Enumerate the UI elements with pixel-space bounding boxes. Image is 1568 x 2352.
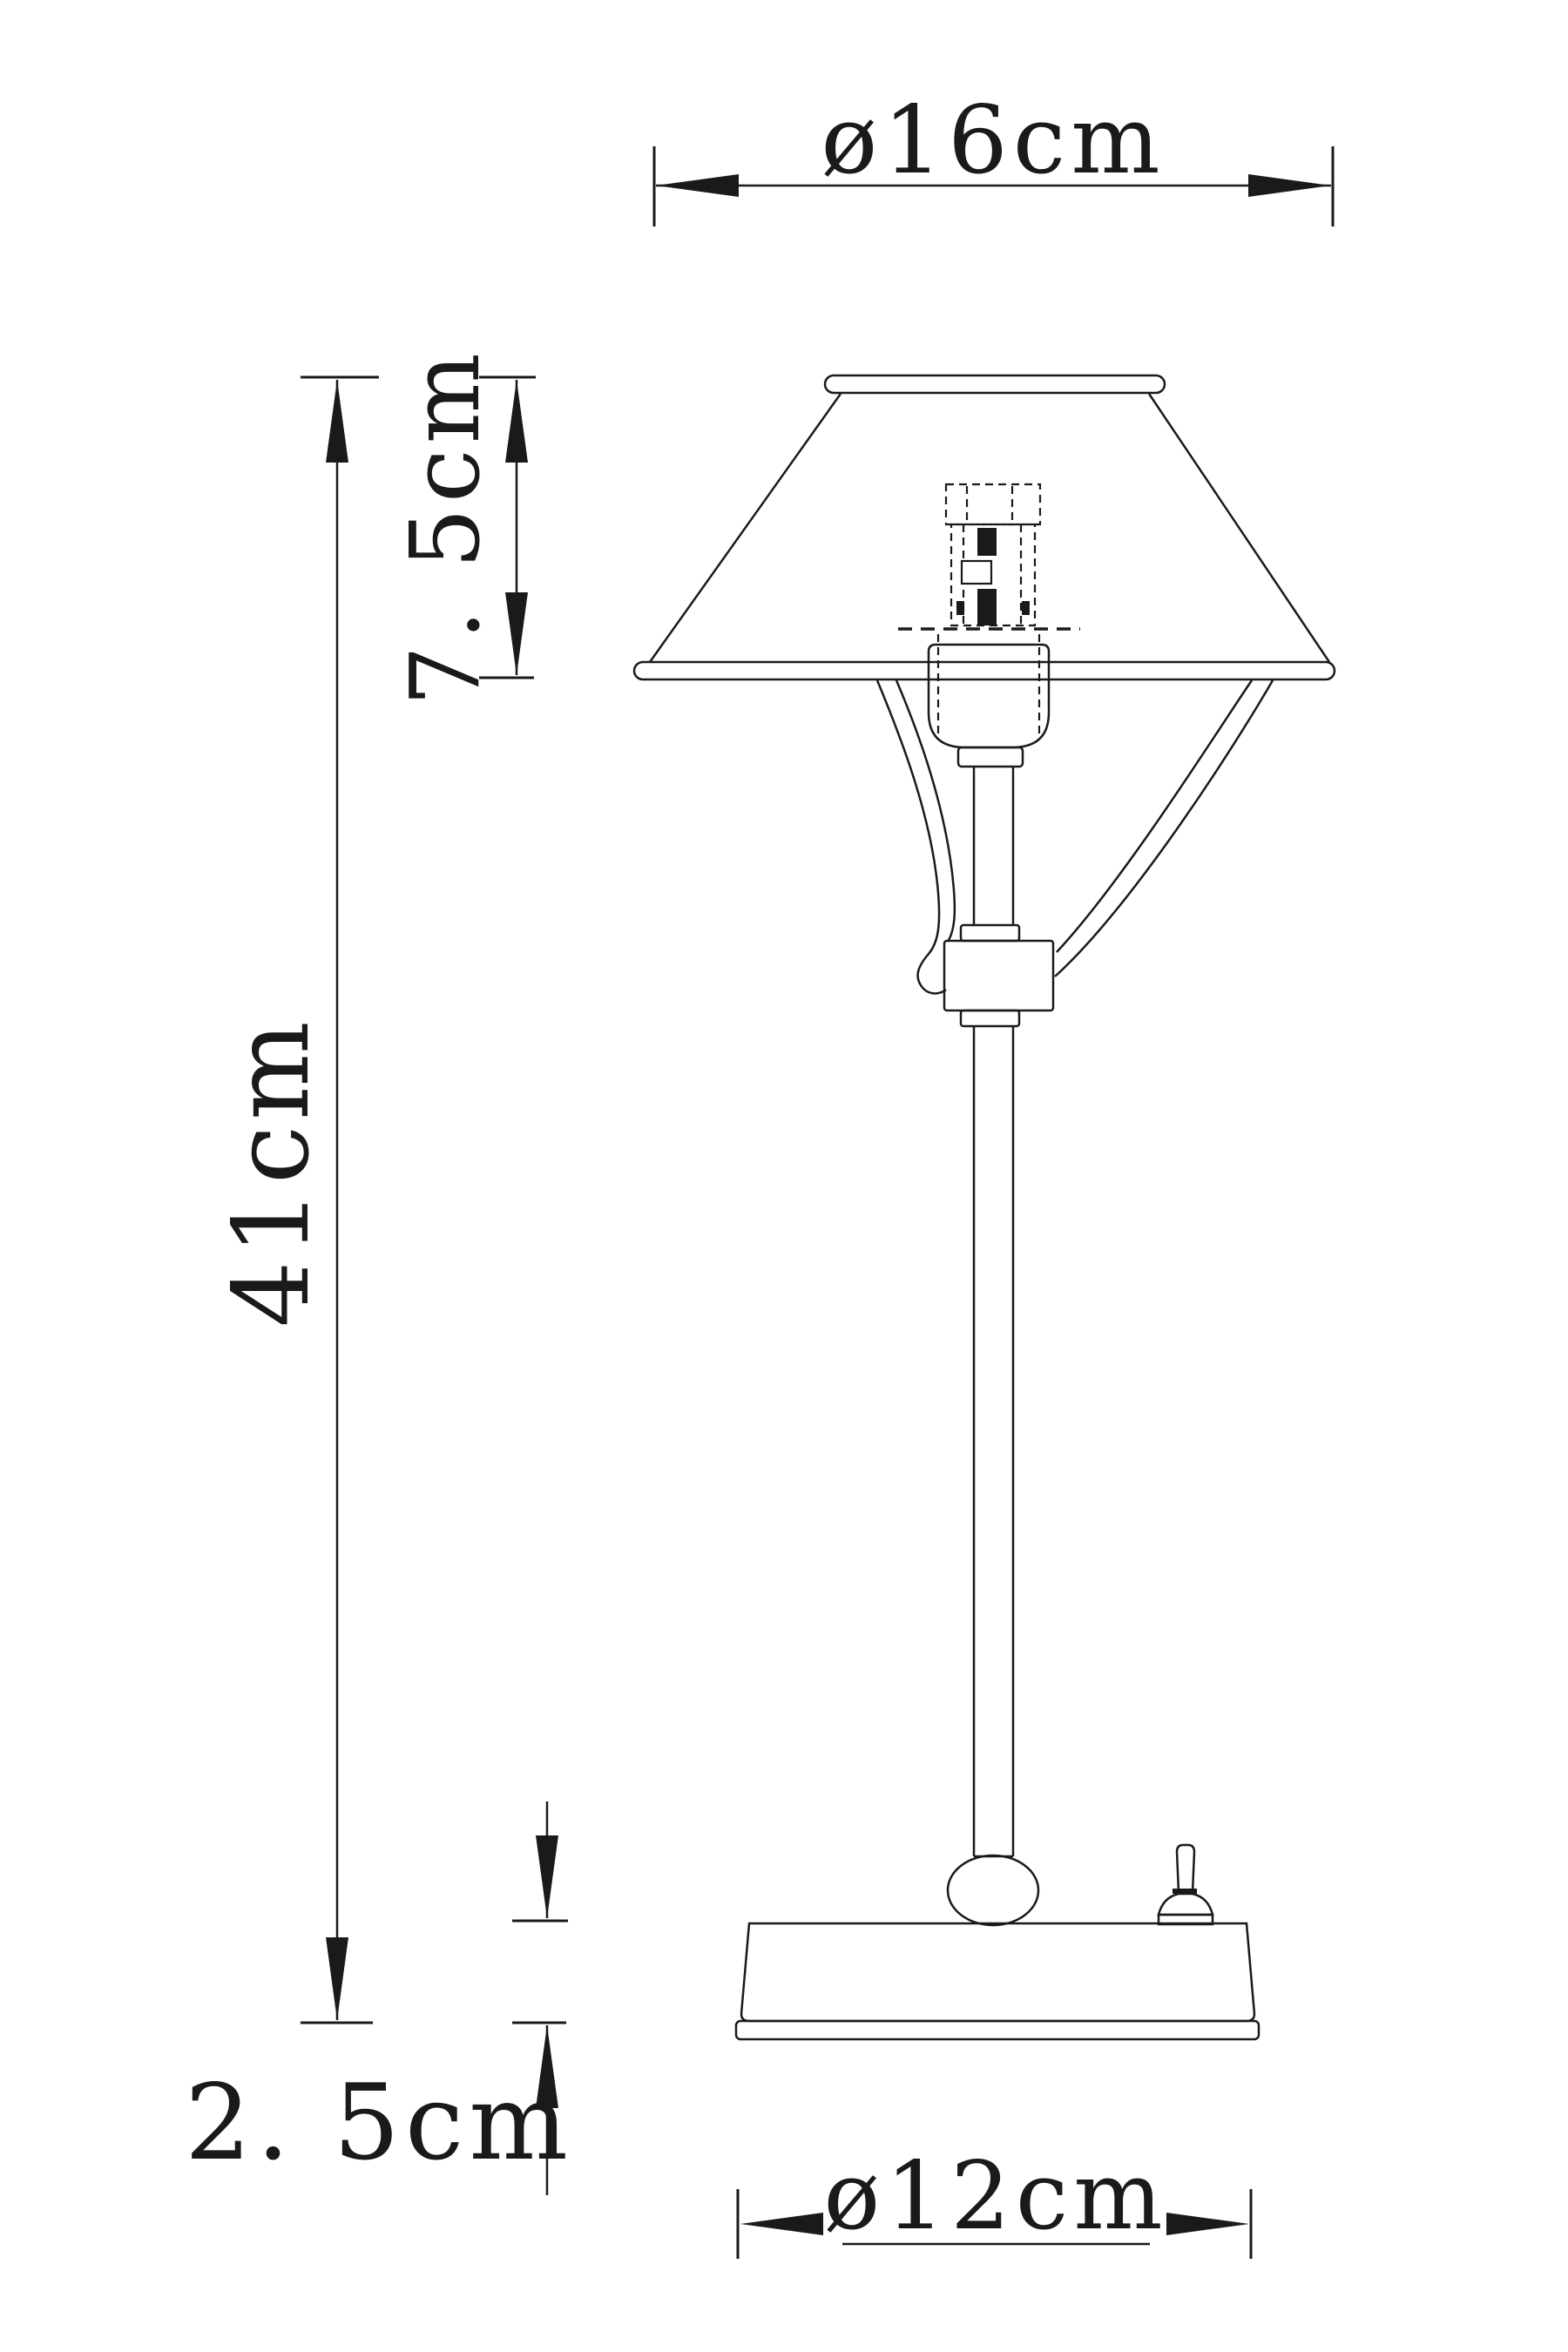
shade-right-edge <box>1147 393 1331 663</box>
base-body <box>740 1922 1256 2023</box>
switch-dome <box>1157 1892 1214 1916</box>
led-chip-side <box>956 601 964 615</box>
arrow-down-icon <box>326 1937 348 2020</box>
dim-label-shade-height: 7. 5cm <box>389 348 501 706</box>
dim-base-height: 2. 5cm <box>185 1801 573 2195</box>
arrow-up-icon <box>326 380 348 463</box>
led-chip <box>977 615 997 625</box>
lamp-outline <box>632 374 1336 2041</box>
led-chip <box>977 528 997 556</box>
arrow-left-icon <box>656 174 739 197</box>
dim-label-shade-diameter: ø16cm <box>821 86 1165 195</box>
block-collar-top <box>959 923 1021 943</box>
switch-pivot <box>1173 1889 1197 1894</box>
dim-shade-diameter: ø16cm <box>652 86 1335 226</box>
harp-arm-right <box>1056 679 1254 953</box>
led-chip-side <box>1022 601 1030 615</box>
toggle-switch <box>1157 1843 1214 1926</box>
shade-top-ring <box>823 374 1166 395</box>
dim-label-base-height: 2. 5cm <box>185 2063 573 2184</box>
ball-joint <box>946 1854 1040 1927</box>
dim-base-diameter: ø12cm <box>736 2142 1253 2259</box>
arrow-left-icon <box>740 2213 823 2235</box>
bulb-crown <box>944 483 1042 526</box>
dim-shade-height: 7. 5cm <box>389 348 536 706</box>
dim-label-base-diameter: ø12cm <box>823 2142 1167 2251</box>
led-bulb-dashed <box>898 483 1080 739</box>
arrow-down-icon <box>505 592 528 675</box>
arrow-down-icon <box>536 1835 558 1918</box>
dim-total-height: 41cm <box>212 375 379 2024</box>
stem-block <box>943 939 1055 1012</box>
block-collar-bottom <box>959 1009 1021 1028</box>
socket-collar <box>956 746 1024 768</box>
base-plate <box>734 2019 1260 2041</box>
harp-arm-left <box>875 679 947 995</box>
shade-bottom-ring <box>632 660 1336 681</box>
dim-label-total-height: 41cm <box>212 1016 333 1328</box>
shade-left-edge <box>648 393 842 663</box>
arrow-up-icon <box>505 380 528 463</box>
socket-cup <box>927 643 1051 749</box>
bulb-contact <box>960 559 993 585</box>
switch-lever <box>1175 1843 1196 1893</box>
led-chip <box>977 589 997 617</box>
arrow-right-icon <box>1248 174 1331 197</box>
harp-arm-left <box>895 679 956 943</box>
harp-arm-right <box>1054 679 1274 977</box>
arrow-right-icon <box>1166 2213 1249 2235</box>
